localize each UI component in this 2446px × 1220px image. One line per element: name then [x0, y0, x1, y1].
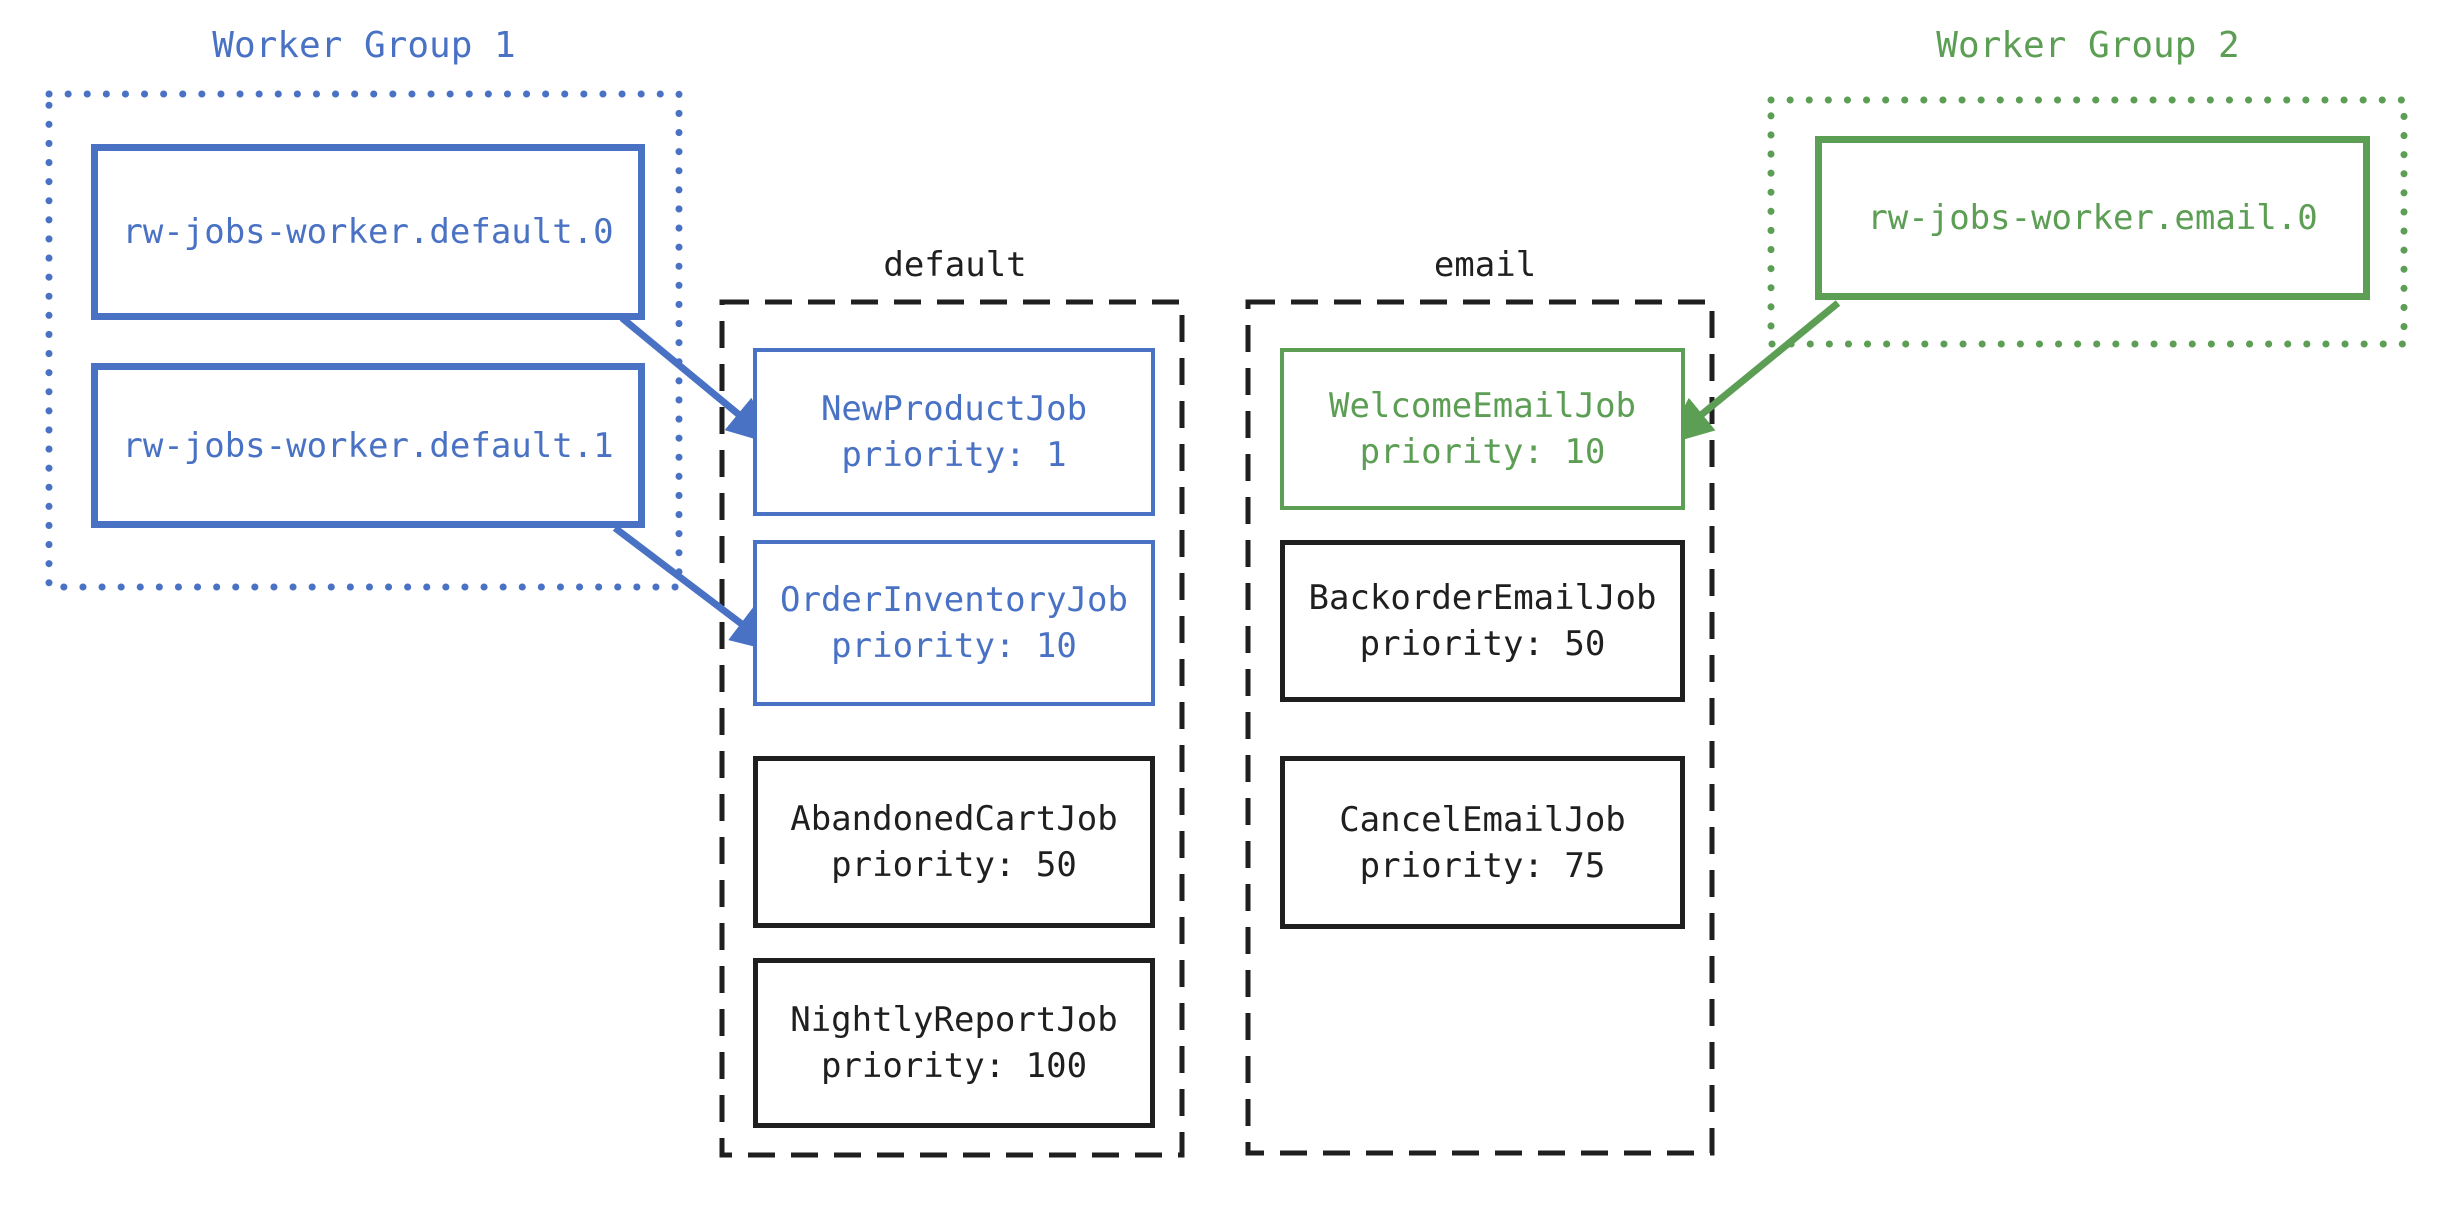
- job-name: AbandonedCartJob: [790, 799, 1118, 839]
- job-node-abandonedcartjob: AbandonedCartJob priority: 50: [753, 756, 1155, 928]
- job-priority: priority: 1: [841, 435, 1067, 475]
- job-node-cancelemailjob: CancelEmailJob priority: 75: [1280, 756, 1685, 929]
- worker-node-default-0: rw-jobs-worker.default.0: [91, 144, 645, 320]
- job-priority: priority: 100: [820, 1046, 1088, 1086]
- worker-group-2-title: Worker Group 2: [1936, 25, 2240, 66]
- job-priority: priority: 10: [1359, 432, 1606, 472]
- worker-node-label: rw-jobs-worker.default.0: [122, 212, 614, 252]
- job-priority: priority: 50: [831, 845, 1077, 885]
- job-priority: priority: 75: [1359, 845, 1606, 886]
- job-name: BackorderEmailJob: [1308, 578, 1657, 618]
- job-name: CancelEmailJob: [1339, 799, 1626, 840]
- job-node-orderinventoryjob: OrderInventoryJob priority: 10: [753, 540, 1155, 706]
- job-name: NightlyReportJob: [790, 1000, 1118, 1040]
- worker-node-label: rw-jobs-worker.email.0: [1867, 198, 2318, 238]
- job-priority: priority: 10: [831, 626, 1077, 666]
- worker-node-email-0: rw-jobs-worker.email.0: [1815, 136, 2370, 300]
- worker-node-label: rw-jobs-worker.default.1: [122, 425, 614, 466]
- arrow-worker-default0-to-newproductjob: [619, 315, 776, 446]
- worker-group-1-outline: [45, 90, 683, 591]
- job-name: WelcomeEmailJob: [1328, 386, 1637, 426]
- job-name: NewProductJob: [820, 389, 1088, 429]
- job-node-backorderemailjob: BackorderEmailJob priority: 50: [1280, 540, 1685, 702]
- email-queue-label: email: [1433, 245, 1537, 285]
- worker-group-1-title: Worker Group 1: [212, 25, 516, 66]
- email-queue-outline: [1245, 299, 1715, 1156]
- job-node-newproductjob: NewProductJob priority: 1: [753, 348, 1155, 516]
- default-queue-outline: [719, 299, 1185, 1158]
- job-node-welcomeemailjob: WelcomeEmailJob priority: 10: [1280, 348, 1685, 510]
- job-priority: priority: 50: [1359, 624, 1606, 664]
- arrow-worker-default1-to-orderinventoryjob: [612, 525, 780, 653]
- arrow-worker-email0-to-welcomeemailjob: [1664, 300, 1841, 446]
- job-node-nightlyreportjob: NightlyReportJob priority: 100: [753, 958, 1155, 1128]
- job-name: OrderInventoryJob: [780, 580, 1128, 620]
- worker-node-default-1: rw-jobs-worker.default.1: [91, 363, 645, 528]
- default-queue-label: default: [883, 245, 1027, 285]
